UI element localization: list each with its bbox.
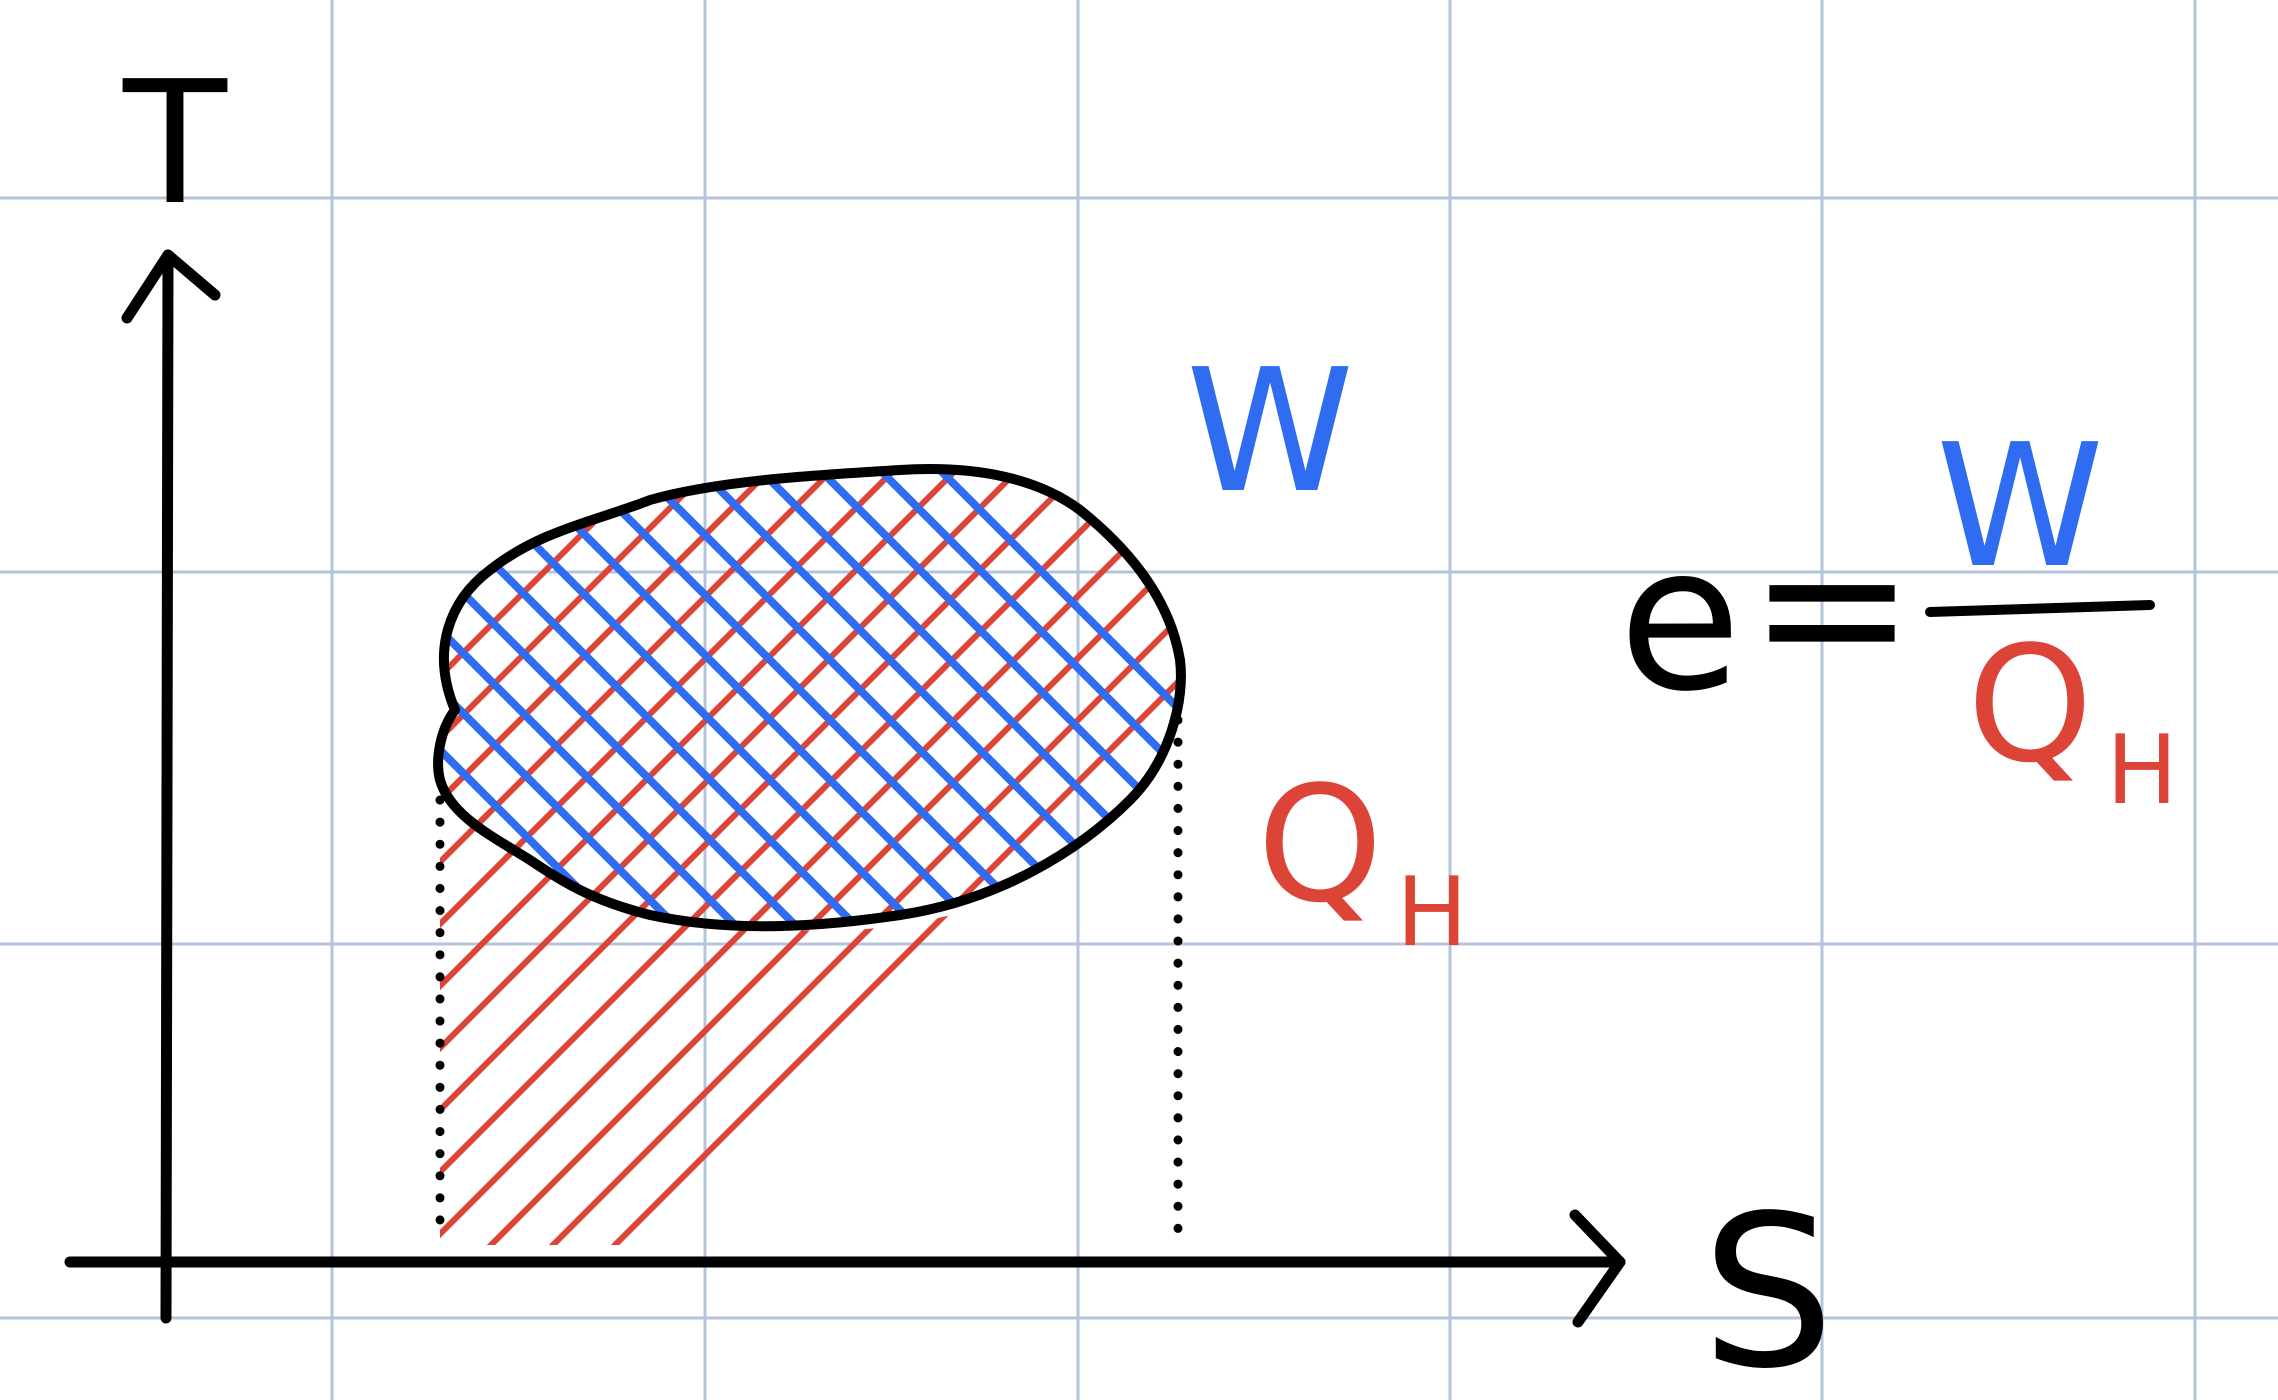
work-label: W	[1186, 333, 1354, 531]
equation-denominator-subscript: H	[2106, 716, 2177, 826]
heat-hatch-stroke	[438, 469, 969, 927]
heat-hatch-stroke	[535, 469, 1181, 927]
heat-hatch-stroke	[473, 469, 1181, 927]
heat-hatch-stroke	[440, 740, 535, 1245]
heat-hatch-stroke	[440, 740, 907, 1245]
heat-label-subscript: H	[1396, 858, 1467, 968]
t-axis-arrow-icon	[121, 249, 221, 324]
heat-hatch-loop	[438, 469, 1181, 927]
work-hatch-stroke	[438, 469, 854, 927]
s-axis-arrow-icon	[1569, 1209, 1626, 1328]
heat-hatch-stroke	[440, 740, 659, 1245]
heat-label-q: Q	[1257, 751, 1383, 938]
heat-hatch-stroke	[438, 469, 1093, 927]
heat-hatch-stroke	[438, 469, 1181, 927]
work-hatch-stroke	[806, 469, 1181, 927]
equation-numerator: W	[1936, 408, 2104, 606]
work-hatch-stroke	[746, 469, 1181, 927]
heat-hatch-stroke	[440, 740, 845, 1245]
equation-equals: =	[1748, 491, 1916, 724]
equation-denominator: Q	[1967, 611, 2093, 798]
heat-hatch-stroke	[438, 469, 1031, 927]
heat-label: Q H	[1257, 751, 1468, 968]
work-hatch	[438, 469, 1181, 927]
heat-hatch-stroke	[438, 469, 659, 927]
work-hatch-stroke	[866, 469, 1181, 927]
heat-hatch-stroke	[440, 740, 473, 1245]
s-axis-label: S	[1701, 1170, 1834, 1400]
heat-hatch-stroke	[597, 469, 1181, 927]
work-hatch-stroke	[506, 469, 1034, 927]
efficiency-equation: e = W Q H	[1618, 408, 2177, 826]
t-axis	[121, 249, 221, 1324]
heat-hatch-stroke	[438, 469, 473, 927]
heat-hatch-under-curve	[440, 740, 1178, 1245]
work-hatch-stroke	[926, 469, 1181, 927]
t-axis-label: T	[122, 45, 228, 243]
cycle-loop	[433, 464, 1186, 932]
heat-hatch-stroke	[438, 469, 535, 927]
heat-hatch-stroke	[438, 469, 783, 927]
work-hatch-stroke	[438, 469, 794, 927]
s-axis	[64, 1209, 1626, 1328]
heat-hatch-stroke	[438, 469, 1155, 927]
work-hatch-stroke	[438, 469, 734, 927]
fraction-bar	[1925, 600, 2155, 617]
equation-lhs: e	[1618, 503, 1741, 736]
